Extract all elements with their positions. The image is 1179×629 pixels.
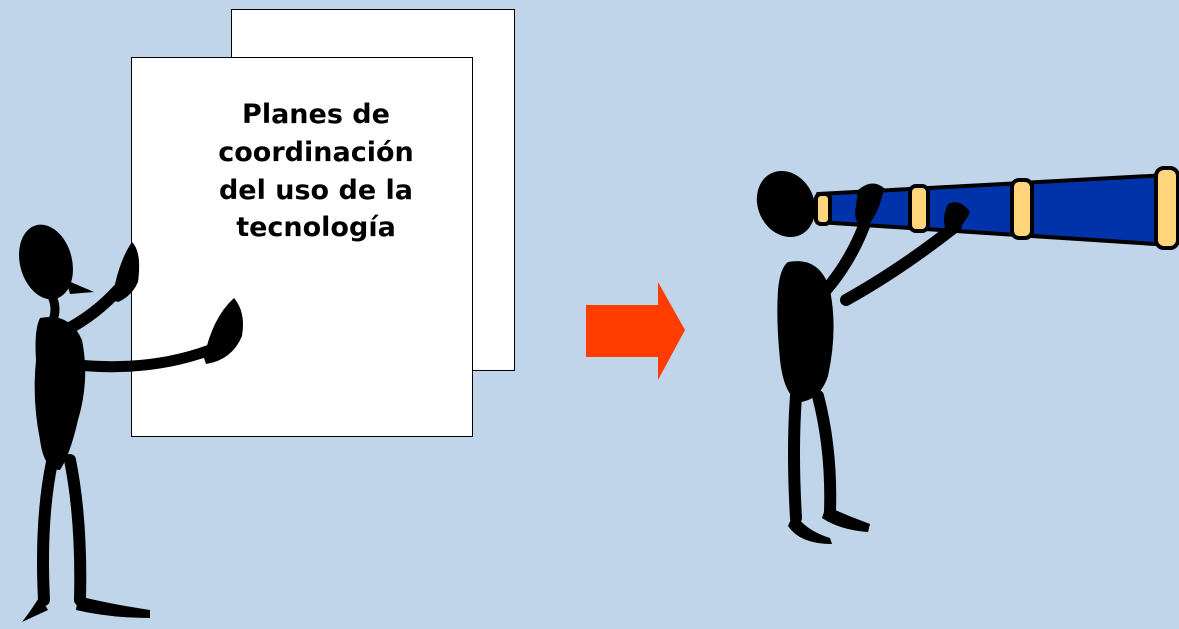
right-arrow-icon (586, 282, 685, 380)
document-front-page (131, 57, 473, 437)
document-title-line-2: coordinación (218, 136, 414, 168)
document-title-line-1: Planes de (242, 99, 390, 130)
document-title-line-3: del uso de la (218, 174, 414, 206)
document-title-line-4: tecnología (236, 212, 396, 244)
telescope-viewer-figure-icon (756, 166, 1179, 544)
document-title: Planes de coordinación del uso de la tec… (196, 96, 436, 247)
presenter-figure-icon (19, 224, 243, 622)
